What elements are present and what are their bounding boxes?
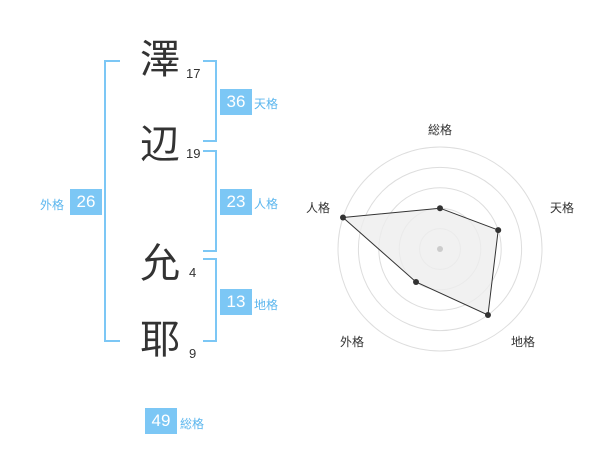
stroke-count-4: 9	[189, 346, 197, 361]
name-char-1: 澤	[140, 37, 180, 83]
name-char-2: 辺	[140, 122, 180, 168]
gaikaku-value: 26	[70, 189, 102, 215]
stroke-count-3: 4	[189, 265, 197, 280]
radar-point-2	[495, 227, 502, 234]
radar-point-1	[437, 205, 443, 212]
chikaku-label: 地格	[254, 298, 279, 312]
radar-axis-label: 外格	[340, 334, 364, 349]
radar-polygon	[341, 207, 499, 316]
tenkaku-label: 天格	[254, 97, 279, 111]
tenkaku-value: 36	[220, 89, 252, 115]
stroke-count-1: 17	[186, 66, 201, 81]
radar-center	[437, 246, 443, 252]
radar-ring	[357, 166, 523, 332]
jinkaku-bracket	[203, 150, 217, 252]
radar-point-4	[413, 279, 420, 286]
gaikaku-label: 外格	[40, 198, 65, 212]
name-char-3: 允	[140, 241, 180, 287]
stroke-count-2: 19	[186, 146, 201, 161]
radar-axis-label: 地格	[511, 334, 535, 349]
radar-axis-label: 総格	[428, 122, 452, 137]
radar-point-5	[339, 214, 346, 221]
name-char-4: 耶	[140, 317, 180, 363]
tenkaku-bracket	[203, 60, 217, 142]
soukaku-label: 総格	[180, 417, 205, 431]
radar-axis-label: 天格	[550, 200, 574, 215]
chikaku-value: 13	[220, 289, 252, 315]
radar-axis-label: 人格	[306, 200, 330, 215]
chikaku-bracket	[203, 258, 217, 342]
gaikaku-bracket	[104, 60, 120, 342]
soukaku-value: 49	[145, 408, 177, 434]
radar-point-3	[484, 312, 491, 319]
jinkaku-label: 人格	[254, 197, 279, 211]
jinkaku-value: 23	[220, 189, 252, 215]
radar-ring	[337, 146, 543, 352]
